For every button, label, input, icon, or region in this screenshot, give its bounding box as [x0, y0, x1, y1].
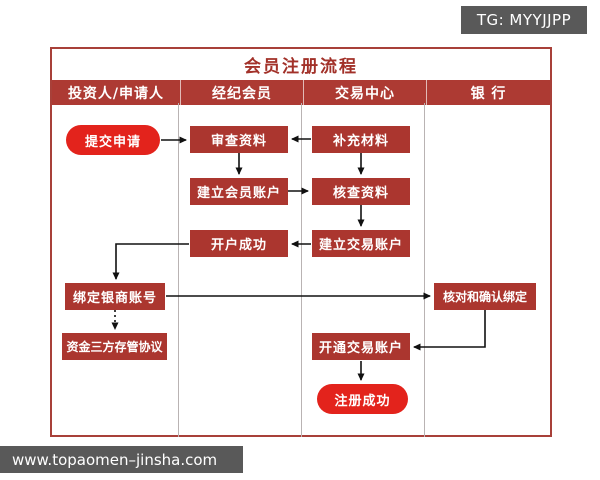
node-activate-trading-account: 开通交易账户	[312, 333, 410, 360]
node-verify-materials: 核查资料	[312, 178, 410, 205]
node-supplement-materials: 补充材料	[312, 126, 410, 153]
node-review-materials: 审查资料	[190, 126, 288, 153]
node-create-member-account: 建立会员账户	[190, 178, 288, 205]
node-bind-bank-account: 绑定银商账号	[65, 283, 165, 310]
lane-divider	[424, 103, 425, 437]
node-registration-success: 注册成功	[317, 384, 408, 414]
telegram-badge: TG: MYYJJPP	[461, 6, 587, 34]
lane-divider	[301, 103, 302, 437]
lane-header-investor: 投资人/申请人	[67, 85, 165, 102]
node-create-trading-account: 建立交易账户	[312, 230, 410, 257]
lane-header-row: 投资人/申请人 经纪会员 交易中心 银 行	[52, 80, 550, 105]
lane-header-trading-center: 交易中心	[303, 80, 426, 105]
node-submit-application: 提交申请	[66, 125, 160, 155]
lane-divider	[178, 103, 179, 437]
lane-header-bank: 银 行	[426, 80, 550, 105]
lane-header-broker: 经纪会员	[180, 80, 303, 105]
node-account-opened: 开户成功	[190, 230, 288, 257]
flowchart-title: 会员注册流程	[52, 49, 550, 80]
website-watermark: www.topaomen–jinsha.com	[0, 446, 243, 473]
node-confirm-binding: 核对和确认绑定	[434, 283, 536, 310]
node-custody-agreement: 资金三方存管协议	[62, 333, 167, 360]
